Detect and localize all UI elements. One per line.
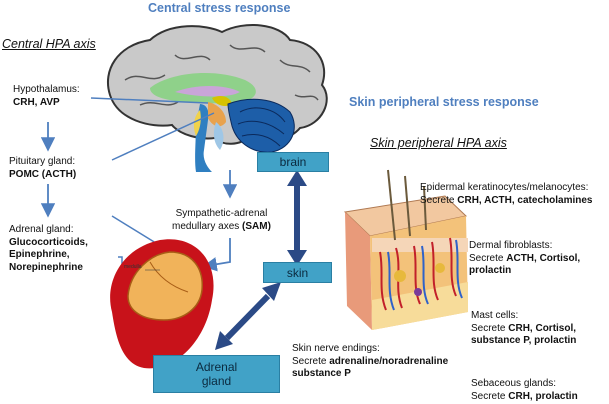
pituitary-pointer bbox=[111, 112, 215, 161]
skin-hpa-title: Skin peripheral HPA axis bbox=[370, 136, 507, 150]
pituitary-label: Pituitary gland: POMC (ACTH) bbox=[9, 156, 77, 180]
skin-stress-title: Skin peripheral stress response bbox=[349, 95, 539, 109]
nerve-endings-label: Skin nerve endings: Secrete adrenaline/n… bbox=[292, 343, 449, 379]
skin-illustration bbox=[343, 169, 468, 330]
brain-box: brain bbox=[257, 152, 329, 172]
hypothalamus-pointer bbox=[90, 97, 209, 104]
sam-to-adrenal-arrow bbox=[202, 238, 231, 272]
skin-box: skin bbox=[263, 262, 332, 283]
sebaceous-label: Sebaceous glands: Secrete CRH, prolactin bbox=[471, 378, 578, 402]
adrenal-gland-label: Adrenal gland: Glucocorticoids, Epinephr… bbox=[9, 224, 88, 273]
fibroblasts-label: Dermal fibroblasts: Secrete ACTH, Cortis… bbox=[469, 240, 581, 276]
keratinocytes-label: Epidermal keratinocytes/melanocytes: Sec… bbox=[420, 182, 593, 206]
medulla-label: medulla bbox=[124, 264, 142, 270]
central-hpa-title: Central HPA axis bbox=[2, 37, 96, 51]
hypothalamus-label: Hypothalamus: CRH, AVP bbox=[13, 84, 80, 108]
brain-skin-double-arrow bbox=[287, 170, 307, 266]
skin-adrenal-double-arrow bbox=[215, 282, 281, 350]
sam-label: Sympathetic-adrenal medullary axes (SAM) bbox=[172, 208, 271, 232]
brain-illustration bbox=[107, 24, 328, 172]
mast-cells-label: Mast cells: Secrete CRH, Cortisol, subst… bbox=[471, 310, 577, 346]
adrenal-illustration bbox=[110, 239, 214, 369]
central-stress-title: Central stress response bbox=[148, 1, 291, 15]
